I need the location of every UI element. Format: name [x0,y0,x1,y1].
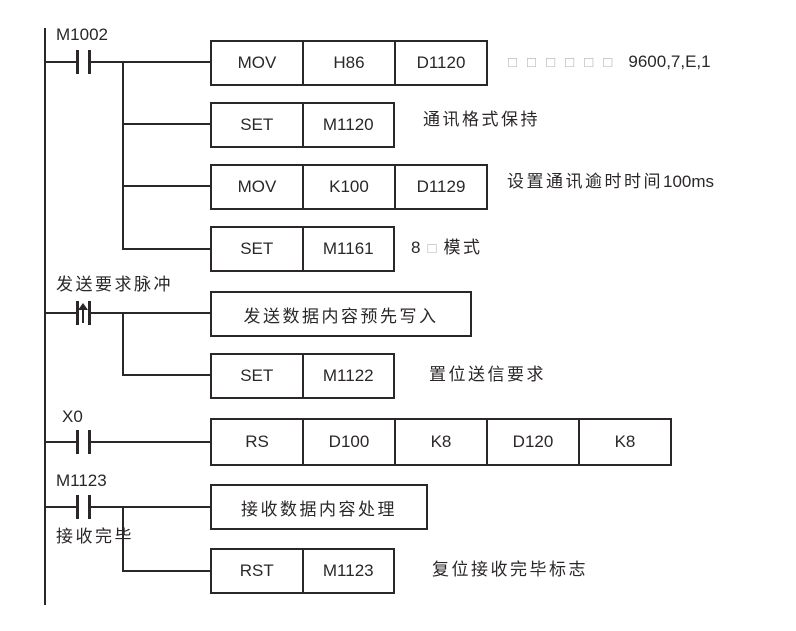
instruction-cell: K8 [578,420,670,464]
instruction-cell: D1129 [394,166,486,208]
rung-comment-set-send: 置位送信要求 [429,365,546,384]
rung-wire [91,506,210,508]
instruction-box-set-m1120: SET M1120 [210,102,395,148]
instruction-box-rst-m1123: RST M1123 [210,548,395,594]
contact-bar [88,50,91,74]
instruction-cell: SET [240,239,274,258]
instruction-box-receive-data: 接收数据内容处理 [210,484,428,530]
instruction-cell: H86 [302,42,394,84]
branch-line [122,61,124,250]
instruction-box-mov-h86: MOV H86 D1120 [210,40,488,86]
rung-comment-mode: 8 □ 模式 [411,238,483,259]
rung-wire [91,312,210,314]
mode-suffix: 模式 [443,238,483,257]
instruction-cell: M1122 [301,355,394,397]
rung-wire [44,61,76,63]
instruction-box-set-m1122: SET M1122 [210,353,395,399]
rung-wire [91,441,210,443]
power-rail [44,28,46,605]
missing-glyph-placeholder: □ [427,240,437,257]
contact-label-send-request-pulse: 发送要求脉冲 [56,275,173,294]
rung-wire [122,570,210,572]
rung-comment-reset-flag: 复位接收完毕标志 [432,560,588,579]
mode-prefix: 8 [411,238,421,257]
instruction-cell: M1120 [301,104,394,146]
instruction-cell: D120 [486,420,578,464]
rising-edge-arrow-stem [82,309,84,323]
instruction-cell: RST [239,561,274,580]
branch-line [122,312,124,376]
rung-wire [91,61,210,63]
rung-comment-comm-format: 通讯格式保持 [423,110,540,129]
timeout-text-cn: 设置通讯逾时时间 [507,172,663,191]
instruction-cell: 发送数据内容预先写入 [243,306,439,326]
contact-sublabel-receive-done: 接收完毕 [56,527,134,546]
rung-comment-timeout: 设置通讯逾时时间100ms [507,172,714,192]
contact-bar [88,301,91,325]
contact-bar [76,495,79,519]
instruction-cell: D1120 [394,42,486,84]
rising-edge-arrow-icon [78,303,88,310]
instruction-cell: M1123 [301,550,394,592]
contact-bar [76,430,79,454]
instruction-cell: SET [240,366,274,385]
timeout-text-en: 100ms [663,172,715,191]
instruction-box-set-m1161: SET M1161 [210,226,395,272]
rung-wire [122,123,210,125]
rung-wire [122,374,210,376]
contact-bar [88,495,91,519]
contact-bar [76,301,79,325]
instruction-cell: MOV [237,53,277,72]
instruction-cell: K8 [394,420,486,464]
instruction-box-rs: RS D100 K8 D120 K8 [210,418,672,466]
rung-wire [44,312,76,314]
missing-glyph-placeholders: □□□□□□ [508,54,623,71]
rung-wire [122,248,210,250]
rung-wire [44,441,76,443]
branch-line [122,506,124,572]
contact-label-m1002: M1002 [56,25,108,44]
contact-bar [88,430,91,454]
instruction-box-mov-k100: MOV K100 D1129 [210,164,488,210]
instruction-box-send-data: 发送数据内容预先写入 [210,291,472,337]
protocol-value: 9600,7,E,1 [628,52,711,71]
instruction-cell: MOV [237,177,277,196]
contact-label-m1123: M1123 [56,471,107,490]
instruction-cell: M1161 [301,228,394,270]
instruction-cell: SET [240,115,274,134]
instruction-cell: RS [245,432,269,451]
instruction-cell: D100 [302,420,394,464]
rung-wire [122,185,210,187]
contact-bar [76,50,79,74]
rung-wire [44,506,76,508]
instruction-cell: K100 [302,166,394,208]
instruction-cell: 接收数据内容处理 [241,499,397,519]
contact-label-x0: X0 [62,407,83,426]
rung-comment-protocol: □□□□□□ 9600,7,E,1 [508,52,711,73]
